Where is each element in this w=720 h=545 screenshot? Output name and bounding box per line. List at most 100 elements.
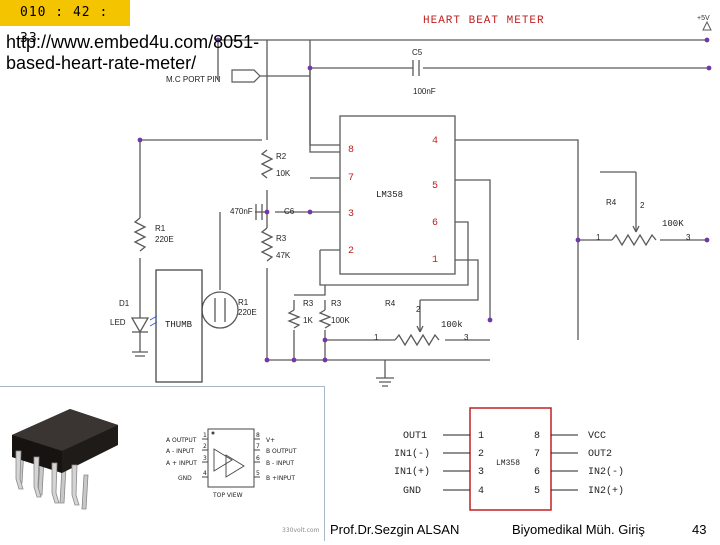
r4-label: R4 bbox=[385, 299, 396, 308]
c6-value: 470nF bbox=[230, 207, 253, 216]
vcc-label: +5V bbox=[697, 15, 710, 22]
r1-resistor bbox=[133, 217, 147, 252]
r3c-label: R3 bbox=[331, 299, 342, 308]
chip-right-pin-5: 5 bbox=[256, 470, 260, 477]
chip-right-label-2: B OUTPUT bbox=[266, 448, 297, 455]
pinout-left-label-3: IN1(+) bbox=[394, 466, 430, 478]
lm358-ic-body bbox=[339, 115, 456, 275]
chip-right-label-1: V+ bbox=[266, 437, 275, 444]
d1-label: D1 bbox=[119, 299, 130, 308]
ic-pin-4: 4 bbox=[432, 136, 438, 147]
timer: 010 : 42 : 33 bbox=[0, 0, 130, 46]
pinout-right-label-1: VCC bbox=[588, 431, 606, 442]
source-url-line-1: http://www.embed4u.com/8051- bbox=[6, 32, 260, 52]
led-label: LED bbox=[110, 318, 126, 327]
page-number: 43 bbox=[692, 522, 707, 537]
r3-label: R3 bbox=[276, 234, 287, 243]
pinout-left-label-4: GND bbox=[403, 486, 421, 497]
r2-label: R2 bbox=[276, 152, 287, 161]
r2-value: 10K bbox=[276, 169, 291, 178]
lm358-pinout-diagram: OUT1 IN1(-) IN1(+) GND 1 2 3 4 8 7 6 5 V… bbox=[394, 407, 624, 511]
pinout-right-label-4: IN2(+) bbox=[588, 485, 624, 497]
ic-pin-6: 6 bbox=[432, 218, 438, 229]
pot-lower-pin-1: 1 bbox=[374, 333, 379, 342]
pinout-left-pin-4: 4 bbox=[478, 486, 484, 497]
pinout-right-pin-6: 6 bbox=[534, 467, 540, 478]
mc-port-label: M.C PORT PIN bbox=[166, 75, 221, 84]
chip-photo-panel: A OUTPUT A - INPUT A + INPUT GND 1 2 3 4… bbox=[0, 386, 325, 541]
pinout-left-pin-1: 1 bbox=[478, 431, 484, 442]
chip-left-pin-3: 3 bbox=[203, 455, 207, 462]
chip-caption: TOP VIEW bbox=[212, 492, 243, 499]
r1-value: 220E bbox=[155, 235, 174, 244]
chip-left-label-3: A + INPUT bbox=[166, 460, 197, 467]
chip-left-label-2: A - INPUT bbox=[166, 448, 194, 455]
chip-right-label-4: B +INPUT bbox=[266, 475, 295, 482]
footer-course: Biyomedikal Müh. Giriş bbox=[512, 522, 645, 537]
r4b-label: R4 bbox=[606, 198, 617, 207]
c5-label: C5 bbox=[412, 48, 423, 57]
pinout-right-pin-7: 7 bbox=[534, 449, 540, 460]
chip-left-label-1: A OUTPUT bbox=[166, 437, 197, 444]
pinout-ic-body bbox=[469, 407, 552, 511]
pot-right-pin-1: 1 bbox=[596, 233, 601, 242]
r4-pot-lower bbox=[394, 333, 440, 347]
c5-value: 100nF bbox=[413, 87, 436, 96]
thumb-block bbox=[155, 269, 203, 383]
chip-left-label-4: GND bbox=[178, 475, 192, 482]
chip-photo bbox=[12, 409, 118, 510]
chip-right-pin-8: 8 bbox=[256, 432, 260, 439]
chip-left-pin-2: 2 bbox=[203, 443, 207, 450]
r3-value: 47K bbox=[276, 251, 291, 260]
r1-label: R1 bbox=[155, 224, 166, 233]
chip-right-label-3: B - INPUT bbox=[266, 460, 294, 467]
led-light-arrows bbox=[149, 315, 158, 327]
ic-pin-7: 7 bbox=[348, 173, 354, 184]
r4-pot-right bbox=[611, 233, 657, 247]
r3b-value: 1K bbox=[303, 316, 313, 325]
pinout-ic-label: LM358 bbox=[496, 459, 520, 468]
ic-pin-3: 3 bbox=[348, 209, 354, 220]
pinout-left-pin-2: 2 bbox=[478, 449, 484, 460]
mc-port-wire bbox=[260, 67, 709, 77]
pinout-right-pin-5: 5 bbox=[534, 486, 540, 497]
pot-lower-pin-3: 3 bbox=[464, 333, 469, 342]
ic-pin-1: 1 bbox=[432, 255, 438, 266]
mc-port-connector bbox=[231, 69, 261, 83]
source-url[interactable]: http://www.embed4u.com/8051- based-heart… bbox=[6, 32, 326, 74]
ic-label: LM358 bbox=[376, 190, 403, 200]
r4b-pot-value: 100K bbox=[662, 219, 684, 229]
thumb-label: THUMB bbox=[165, 320, 193, 330]
r1b-label: R1 bbox=[238, 298, 249, 307]
chip-right-pin-6: 6 bbox=[256, 455, 260, 462]
r3-resistor bbox=[260, 227, 274, 262]
chip-left-pin-1: 1 bbox=[203, 432, 207, 439]
chip-right-pin-7: 7 bbox=[256, 443, 260, 450]
pot-lower-pin-2: 2 bbox=[416, 305, 421, 314]
pinout-left-label-1: OUT1 bbox=[403, 431, 427, 442]
pinout-right-label-3: IN2(-) bbox=[588, 466, 624, 478]
chip-pin-diagram: A OUTPUT A - INPUT A + INPUT GND 1 2 3 4… bbox=[166, 428, 320, 534]
r2-resistor bbox=[260, 149, 274, 179]
source-url-line-2: based-heart-rate-meter/ bbox=[6, 53, 197, 73]
pot-right-pin-3: 3 bbox=[686, 233, 691, 242]
r3b-label: R3 bbox=[303, 299, 314, 308]
r4-pot-value: 100k bbox=[441, 320, 463, 330]
r1b-value: 220E bbox=[238, 308, 257, 317]
schematic-title: HEART BEAT METER bbox=[423, 15, 545, 27]
chip-left-pin-4: 4 bbox=[203, 470, 207, 477]
pinout-left-pin-3: 3 bbox=[478, 467, 484, 478]
pinout-left-label-2: IN1(-) bbox=[394, 448, 430, 460]
footer-author: Prof.Dr.Sezgin ALSAN bbox=[330, 522, 460, 537]
chip-watermark: 330volt.com bbox=[282, 527, 320, 534]
ic-pin-5: 5 bbox=[432, 181, 438, 192]
ic-pin-2: 2 bbox=[348, 246, 354, 257]
pot-right-pin-2: 2 bbox=[640, 201, 645, 210]
pinout-right-label-2: OUT2 bbox=[588, 449, 612, 460]
r3c-value: 100K bbox=[331, 316, 350, 325]
c6-label: C6 bbox=[284, 207, 295, 216]
vcc-arrow bbox=[702, 20, 712, 31]
ic-pin-8: 8 bbox=[348, 145, 354, 156]
